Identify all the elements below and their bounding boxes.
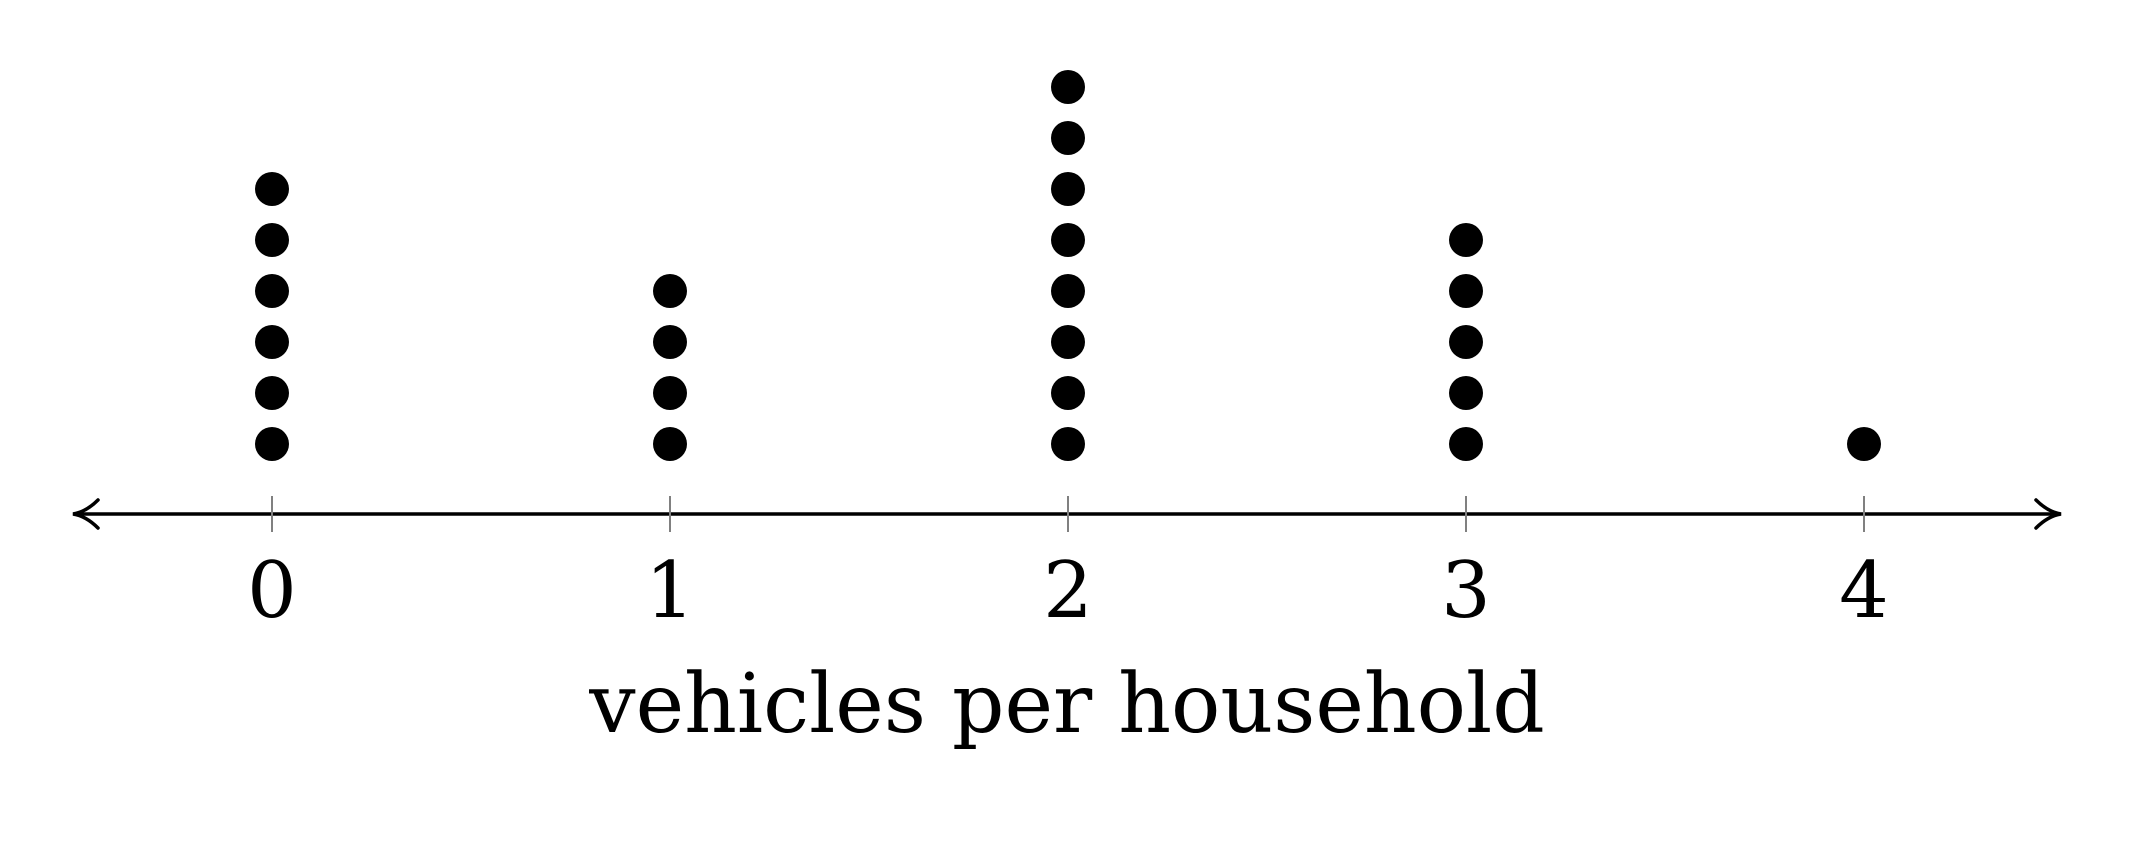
data-dot [1051, 325, 1085, 359]
data-dot [1051, 427, 1085, 461]
data-dot [1847, 427, 1881, 461]
data-dot [1449, 274, 1483, 308]
data-dot [1051, 376, 1085, 410]
left-arrow-head [72, 498, 100, 530]
axis-tick-labels: 0 1 2 3 4 [247, 546, 1889, 636]
x-axis-title: vehicles per household [588, 657, 1545, 752]
data-dot [1051, 223, 1085, 257]
tick-label: 4 [1839, 546, 1889, 636]
tick-label: 3 [1441, 546, 1491, 636]
data-dot [653, 376, 687, 410]
tick-label: 2 [1043, 546, 1093, 636]
data-dot [1449, 325, 1483, 359]
data-dot [1051, 274, 1085, 308]
data-dot [653, 427, 687, 461]
data-dot [255, 325, 289, 359]
data-dot [1449, 427, 1483, 461]
data-dot [255, 427, 289, 461]
right-arrow-head [2034, 498, 2062, 530]
data-dot [653, 274, 687, 308]
data-dot [1051, 121, 1085, 155]
data-dot [1051, 70, 1085, 104]
tick-label: 1 [645, 546, 695, 636]
data-dot [255, 172, 289, 206]
data-dot [255, 274, 289, 308]
data-dot [255, 223, 289, 257]
data-dot [1449, 376, 1483, 410]
data-dot [255, 376, 289, 410]
data-dot [1449, 223, 1483, 257]
data-dots [255, 70, 1881, 461]
tick-label: 0 [247, 546, 297, 636]
data-dot [653, 325, 687, 359]
axis-ticks [271, 496, 1865, 532]
data-dot [1051, 172, 1085, 206]
